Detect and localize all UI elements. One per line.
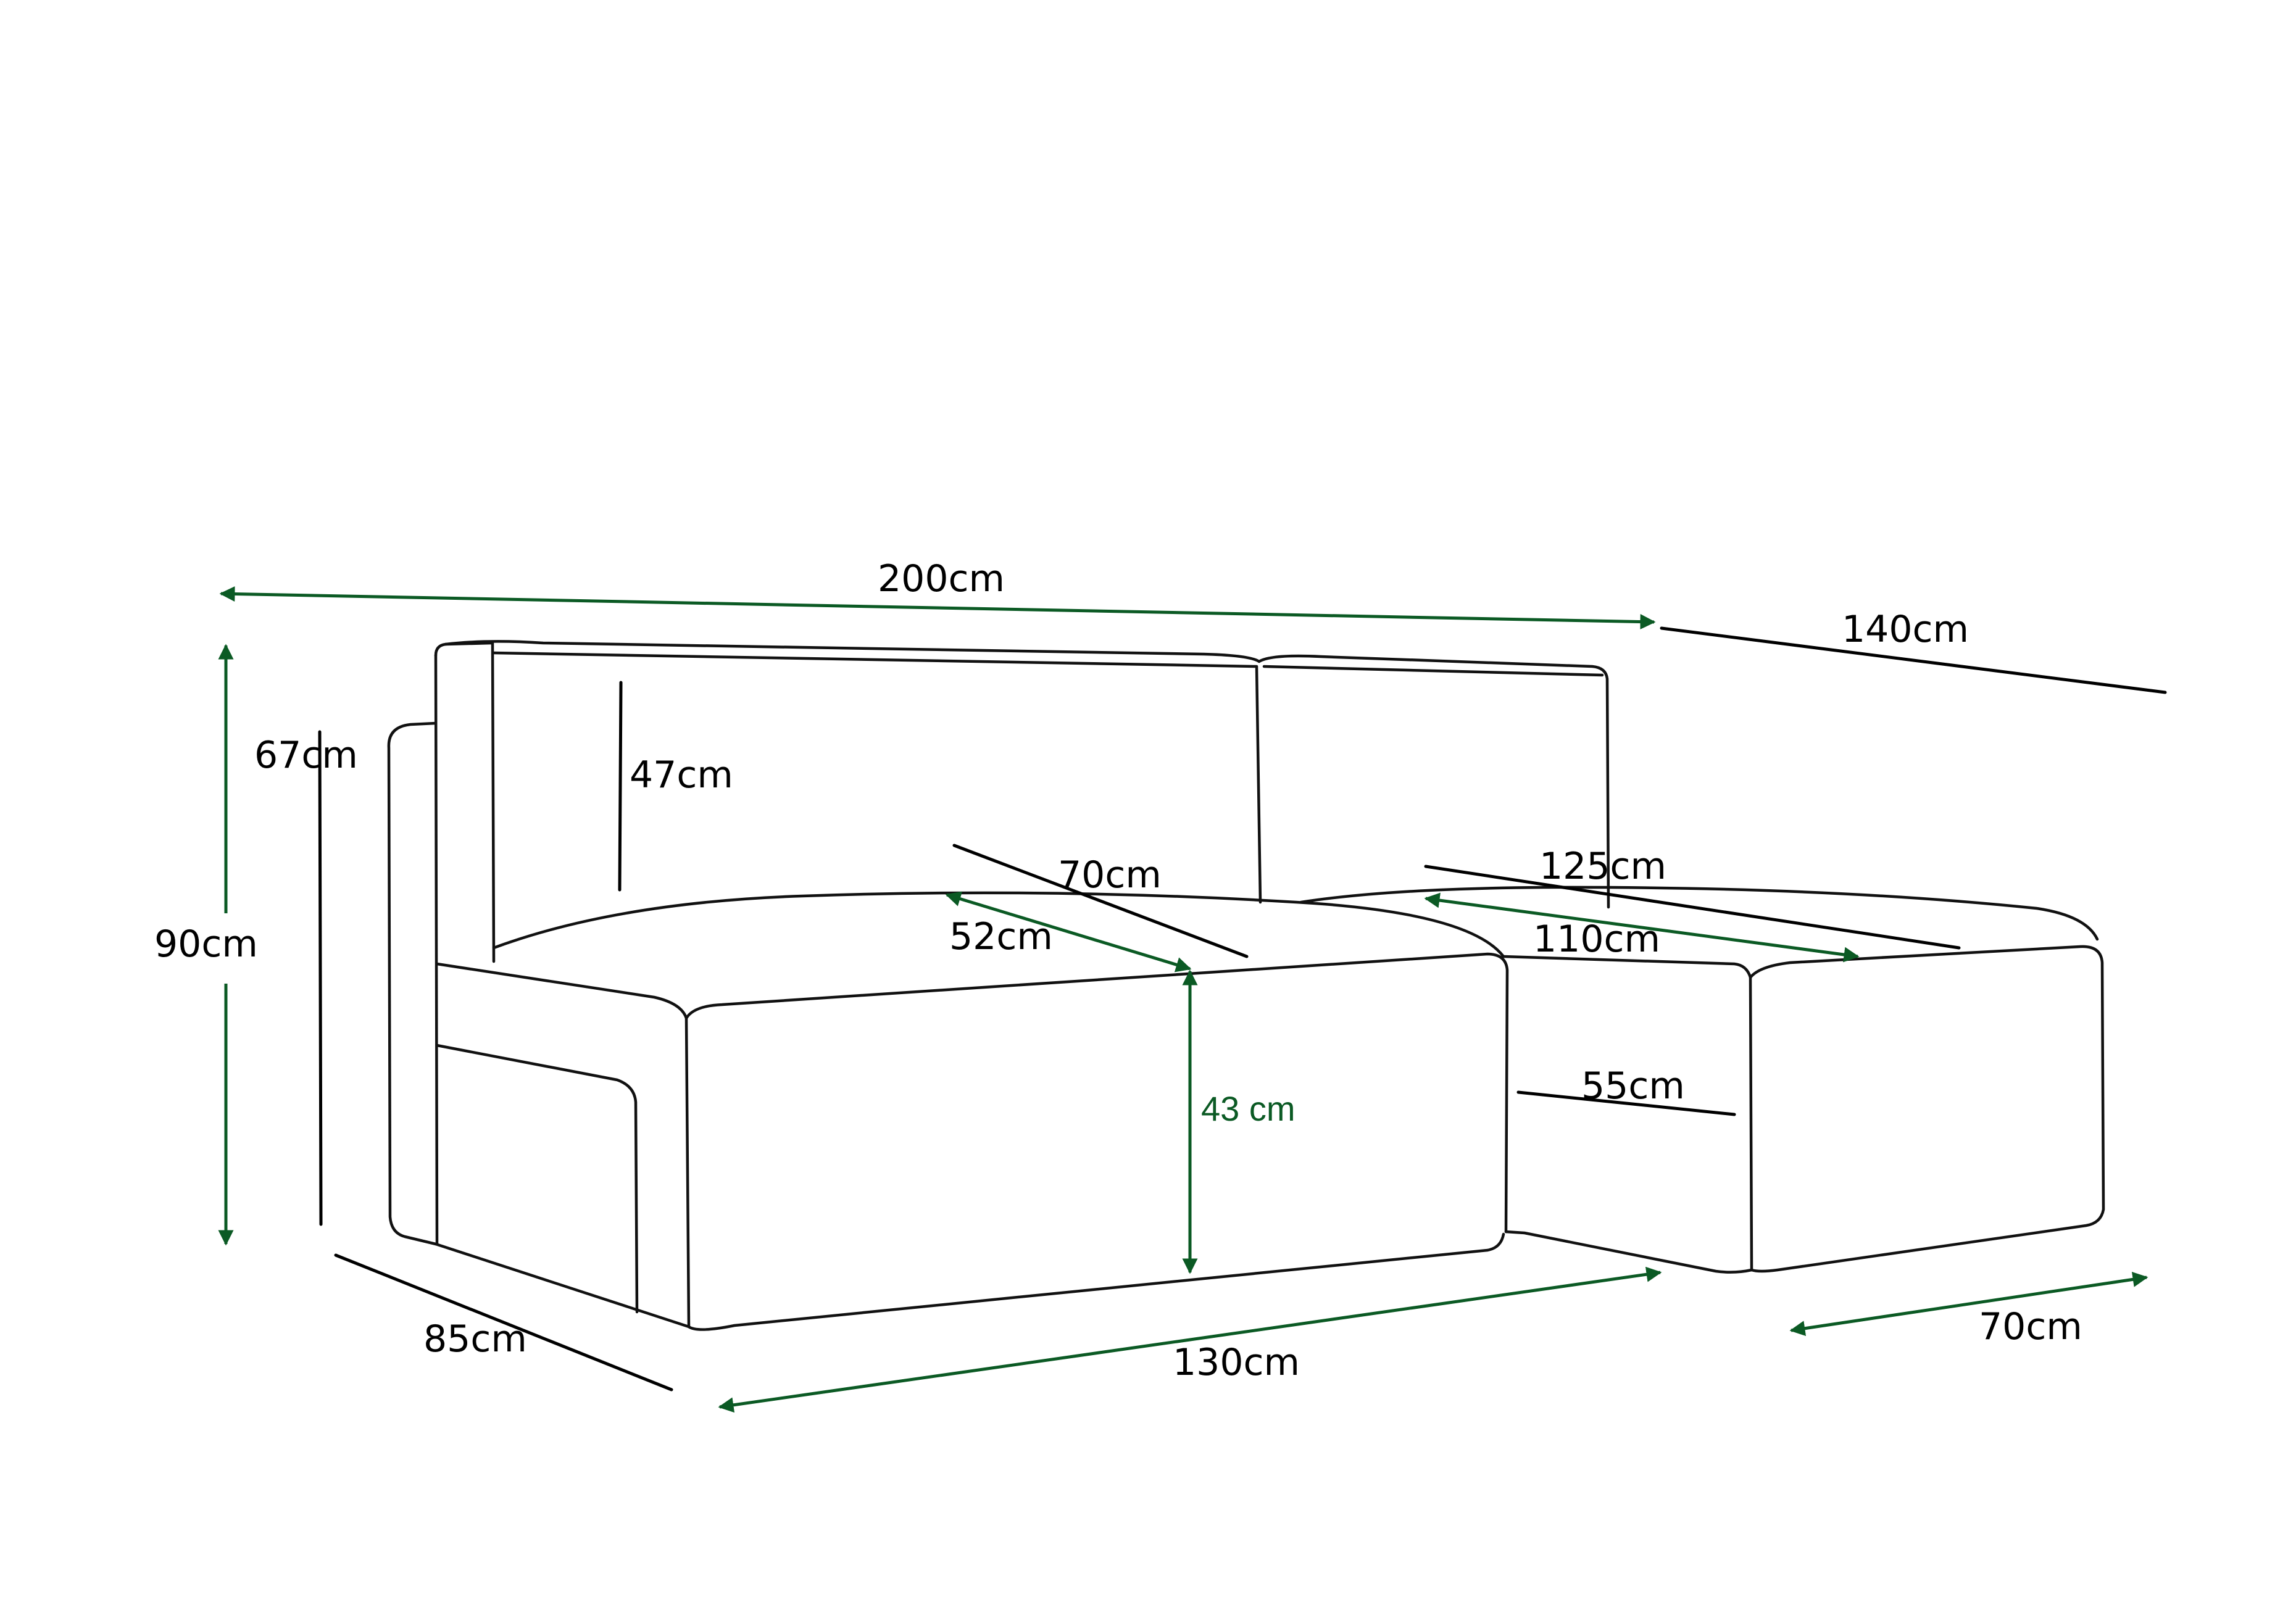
- left-seat-bottom: [687, 1232, 1505, 1331]
- armrest-height-line: [318, 730, 323, 1226]
- chaise-base-bottom-left: [1504, 1230, 1753, 1274]
- chaise-length-inner-arrow: [1424, 892, 1860, 963]
- green-dimension-arrows: [218, 586, 2148, 1413]
- left-armrest-outer: [387, 721, 438, 1246]
- chaise-depth-line: [1660, 626, 2167, 694]
- seat-depth-inner-arrow: [945, 891, 1192, 973]
- backrest-right-inner: [1262, 665, 1604, 677]
- label-seat-depth-inner: 52cm: [949, 915, 1053, 958]
- label-sofa-depth: 85cm: [423, 1317, 527, 1361]
- left-armrest-front: [434, 641, 496, 963]
- left-armrest-edge: [434, 653, 439, 1246]
- label-seat-height: 43 cm: [1201, 1089, 1296, 1128]
- label-seat-section-width: 130cm: [1173, 1341, 1300, 1384]
- chaise-width-arrow: [1789, 1271, 2148, 1337]
- seat-section-width-arrow: [718, 1266, 1662, 1413]
- label-chaise-length-inner: 110cm: [1533, 918, 1660, 961]
- left-seat-front-edge: [684, 952, 1509, 1234]
- label-total-width: 200cm: [878, 557, 1005, 600]
- label-chaise-length-outer: 125cm: [1539, 845, 1666, 888]
- backrest-right: [1257, 654, 1610, 909]
- sofa-outline: [387, 640, 2105, 1331]
- backrest-left-lower: [492, 651, 1262, 904]
- label-total-height: 90cm: [154, 923, 258, 966]
- chaise-front-right-top: [1749, 945, 2105, 1273]
- label-chaise-gap: 55cm: [1581, 1064, 1685, 1108]
- label-chaise-total-depth: 140cm: [1842, 608, 1969, 651]
- dimension-labels: 200cm 140cm 67cm 47cm 90cm 70cm 52cm 43 …: [154, 557, 2082, 1384]
- total-width-arrow: [219, 586, 1656, 630]
- left-base-panel-top: [435, 1043, 639, 1314]
- label-seat-depth-outer: 70cm: [1058, 853, 1162, 897]
- chaise-cushion-top: [1299, 886, 2099, 941]
- label-chaise-width: 70cm: [1979, 1305, 2082, 1348]
- left-seat-front-top: [435, 962, 691, 1329]
- chaise-gap-line: [1516, 1090, 1736, 1116]
- backrest-height-line: [618, 681, 623, 892]
- backrest-left-top: [444, 640, 1261, 663]
- left-base-bottom: [434, 1242, 691, 1329]
- sofa-depth-line: [334, 1253, 673, 1392]
- label-armrest-height: 67cm: [254, 734, 358, 777]
- label-backrest-height: 47cm: [630, 753, 733, 797]
